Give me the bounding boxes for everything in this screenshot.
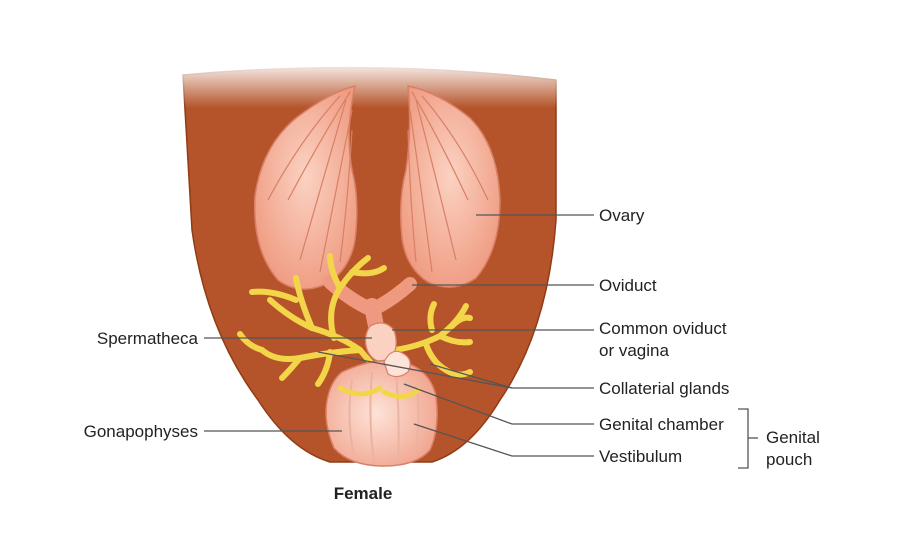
leader-lines	[204, 214, 758, 469]
label-genital: Genital	[766, 428, 820, 447]
labels: Ovary Oviduct Common oviduct or vagina C…	[84, 206, 820, 503]
leader-collateral-glands	[317, 351, 594, 389]
label-ovary: Ovary	[599, 206, 645, 225]
leader-vestibulum	[413, 423, 594, 457]
leader-collateral-glands-2	[429, 363, 513, 389]
label-pouch: pouch	[766, 450, 812, 469]
label-genital-chamber: Genital chamber	[599, 415, 724, 434]
right-ovary	[399, 85, 501, 288]
genital-pouch-organ	[325, 350, 438, 467]
label-oviduct: Oviduct	[599, 276, 657, 295]
label-common-oviduct: Common oviduct	[599, 319, 727, 338]
label-vagina: or vagina	[599, 341, 669, 360]
leader-genital-chamber	[403, 383, 594, 425]
left-ovary	[253, 84, 358, 290]
label-gonapophyses: Gonapophyses	[84, 422, 198, 441]
label-vestibulum: Vestibulum	[599, 447, 682, 466]
genital-pouch-bracket	[738, 408, 749, 469]
label-collateral-glands: Collaterial glands	[599, 379, 729, 398]
label-spermatheca: Spermatheca	[97, 329, 199, 348]
diagram-caption: Female	[334, 484, 393, 503]
